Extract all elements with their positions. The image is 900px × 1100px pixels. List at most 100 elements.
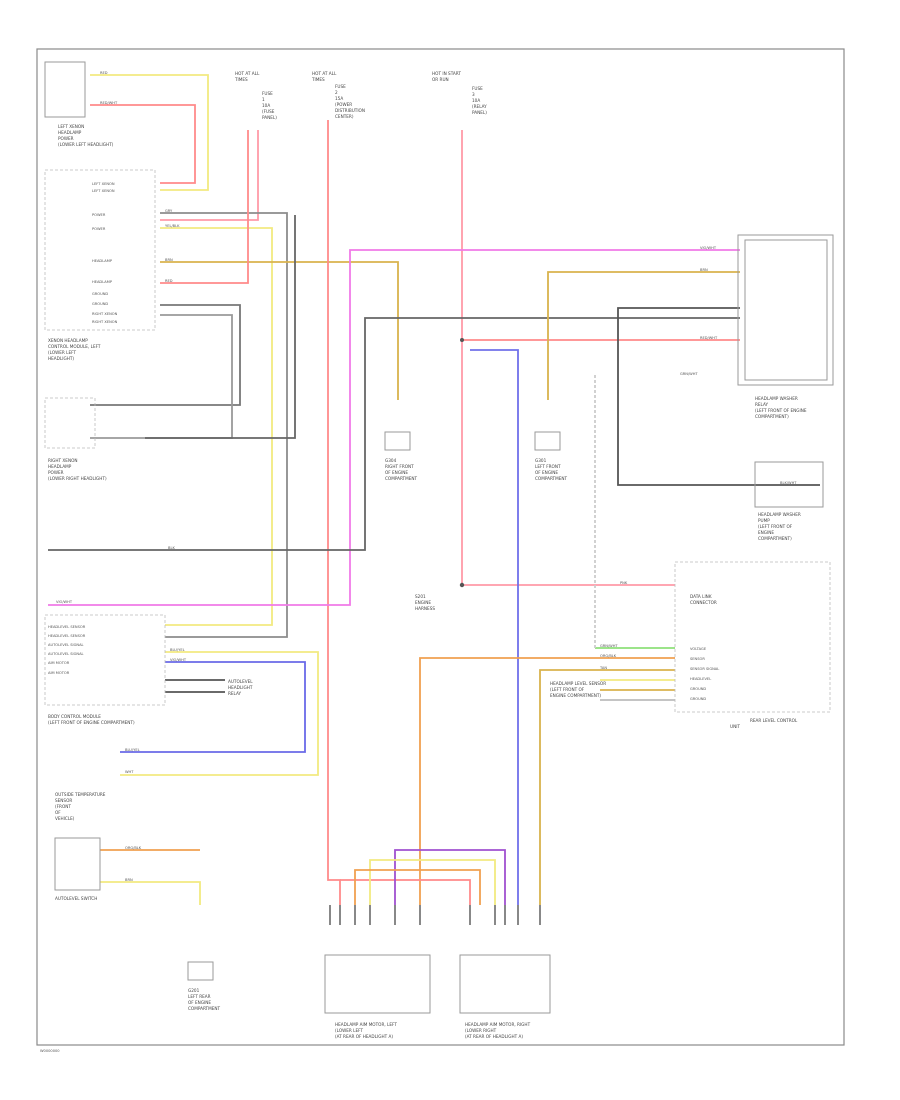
svg-text:HEADLEVEL: HEADLEVEL bbox=[690, 677, 711, 681]
svg-text:ENGINE COMPARTMENT): ENGINE COMPARTMENT) bbox=[550, 693, 601, 698]
label-outside-temp: OUTSIDE TEMPERATURE SENSOR (FRONT OF VEH… bbox=[55, 792, 106, 901]
svg-text:S201: S201 bbox=[415, 594, 426, 599]
svg-text:G304: G304 bbox=[385, 458, 397, 463]
svg-text:VEHICLE): VEHICLE) bbox=[55, 816, 75, 821]
svg-text:DATA LINK: DATA LINK bbox=[690, 594, 712, 599]
svg-text:LEFT XENON: LEFT XENON bbox=[58, 124, 84, 129]
svg-text:UNIT: UNIT bbox=[730, 724, 740, 729]
wire-dark-low bbox=[145, 215, 296, 439]
svg-text:REAR LEVEL CONTROL: REAR LEVEL CONTROL bbox=[750, 718, 798, 723]
wire-gray-relay bbox=[617, 307, 820, 486]
svg-text:(LEFT FRONT OF: (LEFT FRONT OF bbox=[758, 524, 793, 529]
svg-text:1: 1 bbox=[262, 97, 265, 102]
outside-temp-sensor bbox=[54, 837, 101, 891]
svg-text:POWER: POWER bbox=[92, 213, 106, 217]
svg-text:FUSE: FUSE bbox=[472, 86, 483, 91]
wire-blue-mod bbox=[120, 661, 306, 753]
svg-text:FUSE: FUSE bbox=[262, 91, 273, 96]
wire-violet-motor bbox=[394, 849, 506, 905]
relay-inner bbox=[744, 239, 828, 381]
svg-text:POWER: POWER bbox=[92, 227, 106, 231]
svg-text:FUSE: FUSE bbox=[335, 84, 346, 89]
svg-text:HEADLAMP LEVEL SENSOR: HEADLAMP LEVEL SENSOR bbox=[550, 681, 606, 686]
svg-text:(FUSE: (FUSE bbox=[262, 109, 275, 114]
wire-tan-relay bbox=[547, 271, 740, 400]
svg-text:BLK: BLK bbox=[168, 546, 175, 550]
svg-text:HOT AT ALL: HOT AT ALL bbox=[312, 71, 337, 76]
svg-text:3: 3 bbox=[472, 92, 475, 97]
svg-text:RED: RED bbox=[165, 279, 173, 283]
svg-text:LEFT FRONT: LEFT FRONT bbox=[535, 464, 561, 469]
label-splice: S201 ENGINE HARNESS bbox=[415, 594, 435, 611]
svg-text:CONNECTOR: CONNECTOR bbox=[690, 600, 717, 605]
svg-text:(LEFT FRONT OF ENGINE COMPARTM: (LEFT FRONT OF ENGINE COMPARTMENT) bbox=[48, 720, 135, 725]
svg-text:HEADLAMP: HEADLAMP bbox=[92, 280, 113, 284]
label-module-lower-pins: HEADLEVEL SENSOR HEADLEVEL SENSOR AUTOLE… bbox=[48, 625, 86, 675]
wire-red-top bbox=[90, 104, 196, 184]
svg-text:AUTOLEVEL: AUTOLEVEL bbox=[228, 679, 253, 684]
svg-text:HEADLEVEL SENSOR: HEADLEVEL SENSOR bbox=[48, 634, 86, 638]
wire-tan-mod bbox=[160, 261, 399, 400]
svg-text:(LEFT FRONT OF ENGINE: (LEFT FRONT OF ENGINE bbox=[755, 408, 807, 413]
svg-text:BLU/YEL: BLU/YEL bbox=[125, 748, 140, 752]
svg-text:RELAY: RELAY bbox=[755, 402, 769, 407]
svg-text:LEFT REAR: LEFT REAR bbox=[188, 994, 211, 999]
svg-text:PANEL): PANEL) bbox=[262, 115, 277, 120]
rear-level-control-unit bbox=[674, 561, 831, 713]
headlamp-aim-motor-left bbox=[324, 954, 431, 1014]
svg-text:HEADLAMP: HEADLAMP bbox=[92, 259, 113, 263]
svg-text:G201: G201 bbox=[188, 988, 200, 993]
footer-code: W0000000 bbox=[40, 1049, 60, 1053]
svg-text:ENGINE: ENGINE bbox=[758, 530, 774, 535]
label-body-control: BODY CONTROL MODULE (LEFT FRONT OF ENGIN… bbox=[48, 714, 135, 725]
motor-connectors bbox=[329, 905, 541, 925]
components bbox=[44, 61, 834, 1014]
svg-text:(FRONT: (FRONT bbox=[55, 804, 71, 809]
svg-text:(AT REAR OF HEADLIGHT A): (AT REAR OF HEADLIGHT A) bbox=[465, 1034, 523, 1039]
label-grounds: G304 RIGHT FRONT OF ENGINE COMPARTMENT G… bbox=[188, 458, 568, 1011]
svg-text:XENON HEADLAMP: XENON HEADLAMP bbox=[48, 338, 88, 343]
svg-text:RIGHT XENON: RIGHT XENON bbox=[92, 320, 118, 324]
right-headlamp-switch bbox=[44, 397, 96, 449]
svg-text:LEFT XENON: LEFT XENON bbox=[92, 189, 115, 193]
svg-text:HEADLAMP: HEADLAMP bbox=[48, 464, 72, 469]
svg-text:HEADLIGHT: HEADLIGHT bbox=[228, 685, 253, 690]
svg-text:PANEL): PANEL) bbox=[472, 110, 487, 115]
svg-text:10A: 10A bbox=[472, 98, 480, 103]
svg-text:COMPARTMENT: COMPARTMENT bbox=[188, 1006, 221, 1011]
svg-text:VIO/WHT: VIO/WHT bbox=[700, 246, 717, 250]
wire-gray-right2 bbox=[90, 314, 233, 439]
left-headlamp-switch bbox=[44, 61, 86, 118]
ground-g304 bbox=[384, 431, 411, 451]
svg-text:HARNESS: HARNESS bbox=[415, 606, 435, 611]
wires bbox=[48, 74, 820, 905]
wire-gray-mod bbox=[160, 212, 288, 638]
svg-text:DISTRIBUTION: DISTRIBUTION bbox=[335, 108, 365, 113]
svg-text:COMPARTMENT): COMPARTMENT) bbox=[755, 414, 789, 419]
svg-text:VOLTAGE: VOLTAGE bbox=[690, 647, 707, 651]
label-rear-unit-pins: VOLTAGE SENSOR SENSOR SIGNAL HEADLEVEL G… bbox=[690, 647, 719, 701]
svg-text:LEFT XENON: LEFT XENON bbox=[92, 182, 115, 186]
svg-text:PUMP: PUMP bbox=[758, 518, 770, 523]
svg-text:HEADLAMP WASHER: HEADLAMP WASHER bbox=[758, 512, 801, 517]
svg-text:BRN: BRN bbox=[700, 268, 708, 272]
svg-text:RED/WHT: RED/WHT bbox=[100, 101, 118, 105]
svg-text:OF ENGINE: OF ENGINE bbox=[535, 470, 558, 475]
svg-text:RIGHT XENON: RIGHT XENON bbox=[92, 312, 118, 316]
svg-text:HEADLAMP: HEADLAMP bbox=[58, 130, 82, 135]
svg-text:(LOWER LEFT HEADLIGHT): (LOWER LEFT HEADLIGHT) bbox=[58, 142, 114, 147]
labels: LEFT XENON HEADLAMP POWER (LOWER LEFT HE… bbox=[40, 71, 807, 1053]
svg-text:HEADLEVEL SENSOR: HEADLEVEL SENSOR bbox=[48, 625, 86, 629]
body-control-module bbox=[44, 614, 166, 706]
svg-text:SENSOR: SENSOR bbox=[55, 798, 72, 803]
diagram-frame bbox=[36, 48, 845, 1046]
wire-yellow-sensor bbox=[100, 881, 201, 905]
svg-text:POWER: POWER bbox=[48, 470, 64, 475]
svg-text:HEADLIGHT): HEADLIGHT) bbox=[48, 356, 74, 361]
svg-text:G301: G301 bbox=[535, 458, 547, 463]
svg-text:GROUND: GROUND bbox=[690, 687, 706, 691]
label-fuse3: HOT IN START OR RUN FUSE 3 10A (RELAY PA… bbox=[432, 71, 487, 115]
wire-tan-level bbox=[539, 669, 675, 905]
svg-text:AIM MOTOR: AIM MOTOR bbox=[48, 671, 70, 675]
